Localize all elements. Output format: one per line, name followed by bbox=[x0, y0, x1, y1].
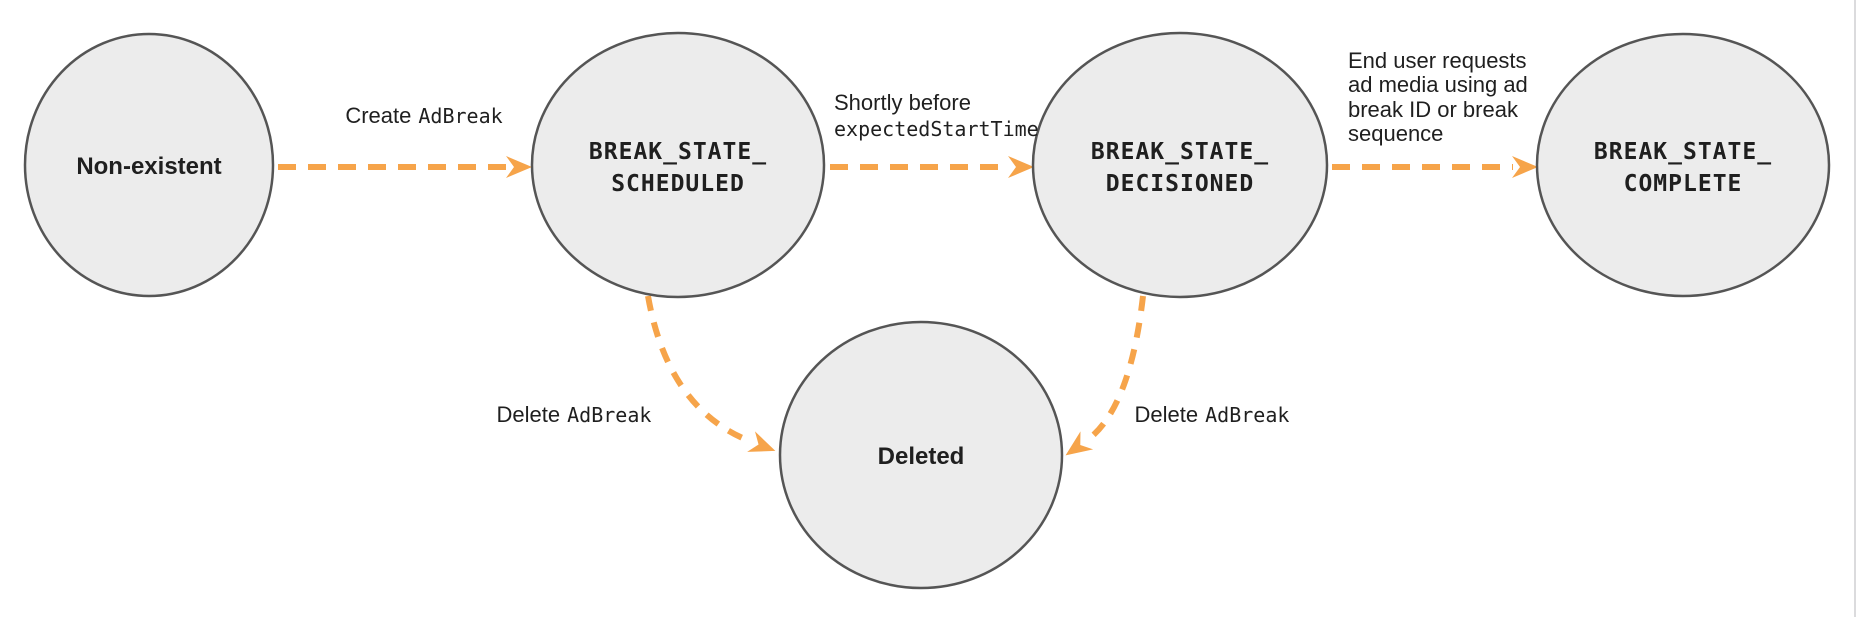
edge-label-create-plain: Create bbox=[345, 103, 411, 128]
node-label-scheduled-line2: SCHEDULED bbox=[611, 171, 745, 197]
arrow-delete-from-decisioned bbox=[1065, 295, 1146, 456]
state-node-break-state-decisioned bbox=[1031, 31, 1329, 299]
node-label-complete-line2: COMPLETE bbox=[1624, 171, 1743, 197]
edge-label-delete-left-code: AdBreak bbox=[567, 403, 651, 427]
edge-label-shortly-before-line2: expectedStartTime bbox=[834, 117, 1039, 141]
edge-label-delete-right-code: AdBreak bbox=[1205, 403, 1289, 427]
edge-label-delete-left-plain: Delete bbox=[497, 402, 561, 427]
node-label-decisioned-line1: BREAK_STATE_ bbox=[1091, 139, 1269, 165]
edge-label-shortly-before-line1: Shortly before bbox=[834, 90, 971, 115]
page-edge-divider bbox=[1854, 0, 1856, 617]
edge-label-create-adbreak: Create AdBreak bbox=[345, 103, 502, 128]
edge-label-end-user-line4: sequence bbox=[1348, 121, 1443, 146]
edge-label-create-code: AdBreak bbox=[418, 104, 502, 128]
node-label-decisioned-line2: DECISIONED bbox=[1106, 171, 1254, 197]
edge-label-end-user-line3: break ID or break bbox=[1348, 97, 1519, 122]
state-node-deleted bbox=[778, 320, 1064, 590]
state-node-break-state-scheduled bbox=[530, 31, 826, 299]
arrow-delete-from-scheduled bbox=[645, 295, 776, 452]
edge-label-end-user-line1: End user requests bbox=[1348, 48, 1527, 73]
edge-label-end-user-line2: ad media using ad bbox=[1348, 72, 1528, 97]
node-label-complete-line1: BREAK_STATE_ bbox=[1594, 139, 1772, 165]
node-label-scheduled-line1: BREAK_STATE_ bbox=[589, 139, 767, 165]
state-node-break-state-complete bbox=[1535, 32, 1831, 298]
node-label-deleted: Deleted bbox=[878, 443, 965, 470]
edge-label-delete-right-plain: Delete bbox=[1135, 402, 1199, 427]
state-node-non-existent bbox=[23, 32, 275, 298]
node-label-non-existent: Non-existent bbox=[76, 153, 221, 180]
